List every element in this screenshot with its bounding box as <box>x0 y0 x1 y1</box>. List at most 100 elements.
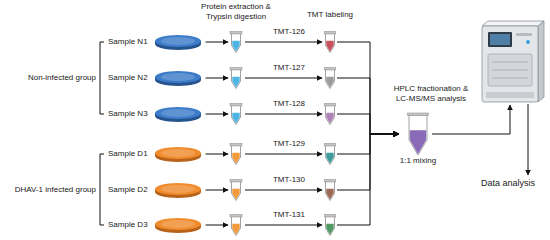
connector-arrow <box>337 42 399 134</box>
sample-dish: Sample N3 <box>108 104 203 124</box>
step-label: TMT labeling <box>295 10 365 20</box>
tube-liquid <box>326 153 333 164</box>
ms-instrument <box>482 21 544 102</box>
tmt-label: TMT-130 <box>258 175 320 184</box>
sample-label: Sample N3 <box>108 109 148 118</box>
step-label: Protein extraction & Trypsin digestion <box>190 2 282 21</box>
flow-arrow <box>206 225 228 226</box>
tube-liquid <box>410 130 426 154</box>
instrument-base <box>486 92 534 98</box>
digestion-tube <box>230 32 242 53</box>
instrument-top <box>482 21 544 26</box>
tmt-tube: TMT-131 <box>258 210 336 236</box>
flow-arrow <box>245 42 322 43</box>
instrument-line <box>492 70 528 71</box>
dish-shine <box>161 73 195 81</box>
dish-shape <box>153 32 203 52</box>
mixing-tube: 1:1 mixing <box>400 112 436 165</box>
dish-shape <box>153 68 203 88</box>
tube-shape <box>324 214 336 236</box>
flow-arrow <box>245 114 322 115</box>
dish-shine <box>161 220 195 228</box>
tube-cap <box>230 215 242 218</box>
tube-body <box>326 34 335 53</box>
flow-arrow <box>206 190 228 191</box>
tube-liquid <box>232 113 239 124</box>
dish-top <box>155 107 201 119</box>
tube-cap <box>408 113 429 116</box>
connector-layer <box>206 42 510 225</box>
connector-arrow <box>337 134 399 225</box>
dish-top <box>155 35 201 47</box>
tmt-label: TMT-126 <box>258 27 320 36</box>
flow-arrow <box>432 105 510 134</box>
tube-body <box>409 115 427 155</box>
tube-body <box>326 70 335 89</box>
sample-label: Sample D1 <box>108 149 148 158</box>
tube-liquid <box>232 77 239 88</box>
instrument-led <box>526 40 530 44</box>
tube-shape <box>324 179 336 201</box>
connector-arrow <box>337 134 399 154</box>
step-label: Data analysis <box>470 178 546 189</box>
dish-shape <box>153 144 203 164</box>
flow-arrow <box>206 42 228 43</box>
tmt-label: TMT-128 <box>258 99 320 108</box>
sample-dish: Sample D1 <box>108 144 203 164</box>
sample-dish: Sample D3 <box>108 215 203 235</box>
tube-shape <box>324 143 336 165</box>
flow-arrow <box>245 78 322 79</box>
tmt-label: TMT-129 <box>258 139 320 148</box>
tube-cap <box>324 215 336 218</box>
instrument-line <box>492 62 528 63</box>
flow-arrow <box>245 190 322 191</box>
sample-dish: Sample D2 <box>108 180 203 200</box>
tmt-tube: TMT-128 <box>258 99 336 125</box>
tube-liquid <box>326 77 333 88</box>
flow-arrow <box>528 104 529 175</box>
tube-cap <box>230 144 242 147</box>
tube-body <box>326 182 335 201</box>
dish-shape <box>153 215 203 235</box>
tube-liquid <box>232 189 239 200</box>
dish-shine <box>161 185 195 193</box>
tube-body <box>326 217 335 236</box>
digestion-tube <box>230 68 242 89</box>
tube-shape <box>406 112 430 156</box>
tube-body <box>232 70 241 89</box>
instrument-line <box>492 78 528 79</box>
tube-cap <box>324 32 336 35</box>
group-label: DHAV-1 infected group <box>0 185 96 195</box>
tmt-tube: TMT-129 <box>258 139 336 165</box>
tube-cap <box>324 68 336 71</box>
digestion-tube <box>230 180 242 201</box>
tube-body <box>232 217 241 236</box>
digestion-tube <box>230 144 242 165</box>
digestion-tube <box>230 215 242 236</box>
group-label: Non-infected group <box>0 73 96 83</box>
tube-liquid <box>232 41 239 52</box>
instrument-display <box>490 34 510 45</box>
dish-shine <box>161 109 195 117</box>
tube-layer <box>230 32 242 236</box>
flow-arrow <box>206 114 228 115</box>
dish-top <box>155 147 201 159</box>
tube-shape <box>324 67 336 89</box>
flow-arrow <box>206 154 228 155</box>
sample-label: Sample N2 <box>108 73 148 82</box>
tmt-label: TMT-131 <box>258 210 320 219</box>
dish-shape <box>153 180 203 200</box>
sample-label: Sample D3 <box>108 220 148 229</box>
tube-body <box>232 182 241 201</box>
flow-arrow <box>245 154 322 155</box>
dish-top <box>155 71 201 83</box>
tube-liquid <box>326 41 333 52</box>
dish-shine <box>161 149 195 157</box>
sample-label: Sample D2 <box>108 185 148 194</box>
dish-top <box>155 183 201 195</box>
tube-cap <box>324 144 336 147</box>
tube-liquid <box>326 224 333 235</box>
instrument-slot <box>516 33 532 36</box>
tube-cap <box>324 104 336 107</box>
connector-arrow <box>337 114 399 134</box>
